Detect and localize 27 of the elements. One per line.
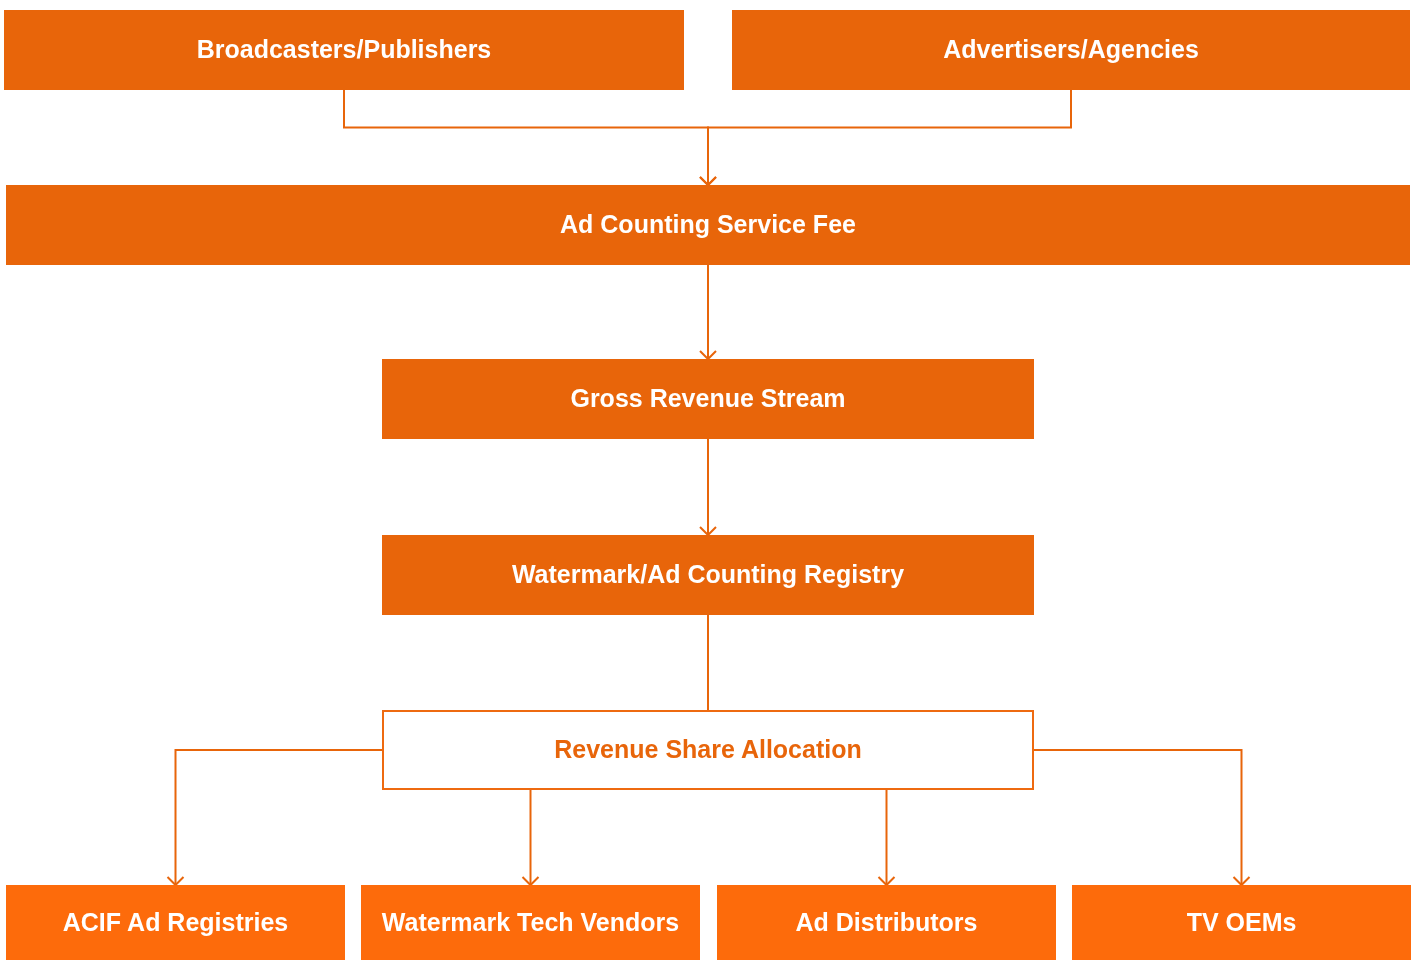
arrow xyxy=(166,749,383,886)
process-box xyxy=(382,710,1034,790)
box-label: Advertisers/Agencies xyxy=(943,34,1199,66)
box-label: ACIF Ad Registries xyxy=(62,906,289,938)
box-label: Ad Counting Service Fee xyxy=(560,209,856,241)
arrow xyxy=(699,89,1072,186)
process-box xyxy=(717,885,1056,960)
box-label: Broadcasters/Publishers xyxy=(196,34,492,66)
process-box xyxy=(361,885,700,960)
box-label: Ad Distributors xyxy=(795,906,978,938)
arrow xyxy=(877,789,896,886)
box-label: Revenue Share Allocation xyxy=(554,734,862,766)
process-box xyxy=(6,185,1410,265)
process-box xyxy=(4,10,684,90)
process-box xyxy=(732,10,1410,90)
box-label: Gross Revenue Stream xyxy=(570,383,846,415)
arrow xyxy=(521,789,540,886)
process-box xyxy=(382,359,1034,439)
arrow xyxy=(699,264,717,360)
box-label: Watermark/Ad Counting Registry xyxy=(511,559,905,591)
process-box xyxy=(6,885,345,960)
process-box xyxy=(1072,885,1411,960)
arrow xyxy=(699,438,717,536)
box-label: Watermark Tech Vendors xyxy=(381,906,680,938)
box-label: TV OEMs xyxy=(1186,906,1297,938)
process-box xyxy=(382,535,1034,615)
arrow xyxy=(1033,749,1251,886)
